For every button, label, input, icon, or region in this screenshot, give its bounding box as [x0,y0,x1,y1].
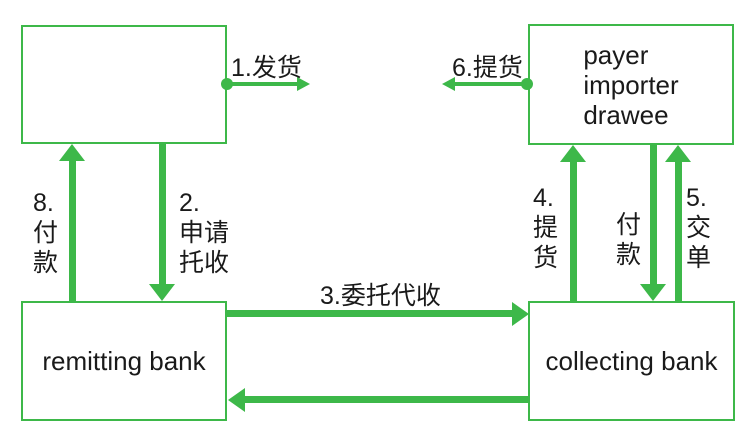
apply-collection-arrow [159,144,166,286]
collecting-bank-box: collecting bank [528,301,735,421]
payer-box-label: payer importer drawee [583,39,679,130]
arrowhead-right-icon [512,302,529,326]
present-documents-label: 5. 交 单 [686,184,712,272]
remitting-bank-label: remitting bank [42,346,206,376]
remitting-bank-box: remitting bank [21,301,227,421]
ship-goods-arrow [227,82,299,86]
arrowhead-down-icon [640,284,666,301]
pickup-goods-connector-dot [521,78,533,90]
take-delivery-label: 4. 提 货 [533,184,559,272]
exporter-box [21,25,227,144]
present-documents-arrow [675,160,682,301]
pickup-goods-label: 6.提货 [452,54,523,82]
collecting-bank-label: collecting bank [545,346,718,376]
arrowhead-right-icon [297,77,310,91]
entrust-collection-label: 3.委托代收 [320,282,441,310]
return-remittance-arrow [244,396,528,403]
apply-collection-label: 2. 申请 托收 [179,189,230,277]
arrowhead-up-icon [59,144,85,161]
payment-to-exporter-label: 8. 付 款 [33,189,59,277]
payer-payment-label: 付 款 [616,211,642,269]
arrowhead-left-icon [228,388,245,412]
arrowhead-up-icon [560,145,586,162]
arrowhead-up-icon [665,145,691,162]
payer-box: payer importer drawee [528,24,734,145]
arrowhead-left-icon [442,77,455,91]
take-delivery-arrow [570,160,577,301]
payment-to-exporter-arrow [69,159,76,301]
entrust-collection-arrow [227,310,513,317]
pickup-goods-arrow [455,82,527,86]
payer-payment-arrow [650,145,657,286]
ship-goods-label: 1.发货 [231,54,302,82]
arrowhead-down-icon [149,284,175,301]
